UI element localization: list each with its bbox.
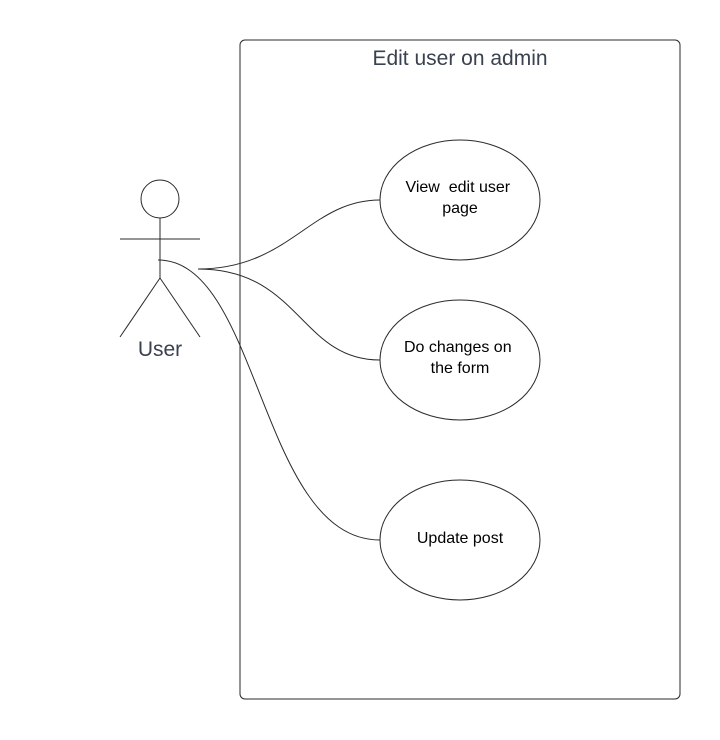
use-case-label: View edit user page xyxy=(405,179,514,217)
association-do-changes-on-form xyxy=(197,268,381,361)
use-case-label-line: Do changes on xyxy=(404,339,512,356)
use-case-label-line: Update post xyxy=(417,530,504,547)
actor-right-leg xyxy=(159,277,201,338)
actor-left-leg xyxy=(119,277,161,338)
actor-user: User xyxy=(119,179,201,361)
system-boundary xyxy=(239,39,681,700)
use-case-label-line: the form xyxy=(431,360,490,377)
association-update-post xyxy=(157,259,381,541)
association-view-edit-user-page xyxy=(197,199,381,270)
use-case-label: Do changes on the form xyxy=(404,339,516,377)
use-case-ellipse xyxy=(379,299,541,421)
use-case-label-line: View edit user xyxy=(405,179,510,196)
use-case-label: Update post xyxy=(417,530,504,547)
use-case-update-post: Update post xyxy=(379,479,541,601)
system-title: Edit user on admin xyxy=(372,47,547,70)
use-case-view-edit-user-page: View edit user page xyxy=(379,139,541,261)
use-case-ellipse xyxy=(379,479,541,601)
use-case-ellipse xyxy=(379,139,541,261)
actor-head xyxy=(140,179,180,219)
use-case-label-line: page xyxy=(442,200,478,217)
actor-label: User xyxy=(138,338,182,361)
use-case-do-changes-on-form: Do changes on the form xyxy=(379,299,541,421)
